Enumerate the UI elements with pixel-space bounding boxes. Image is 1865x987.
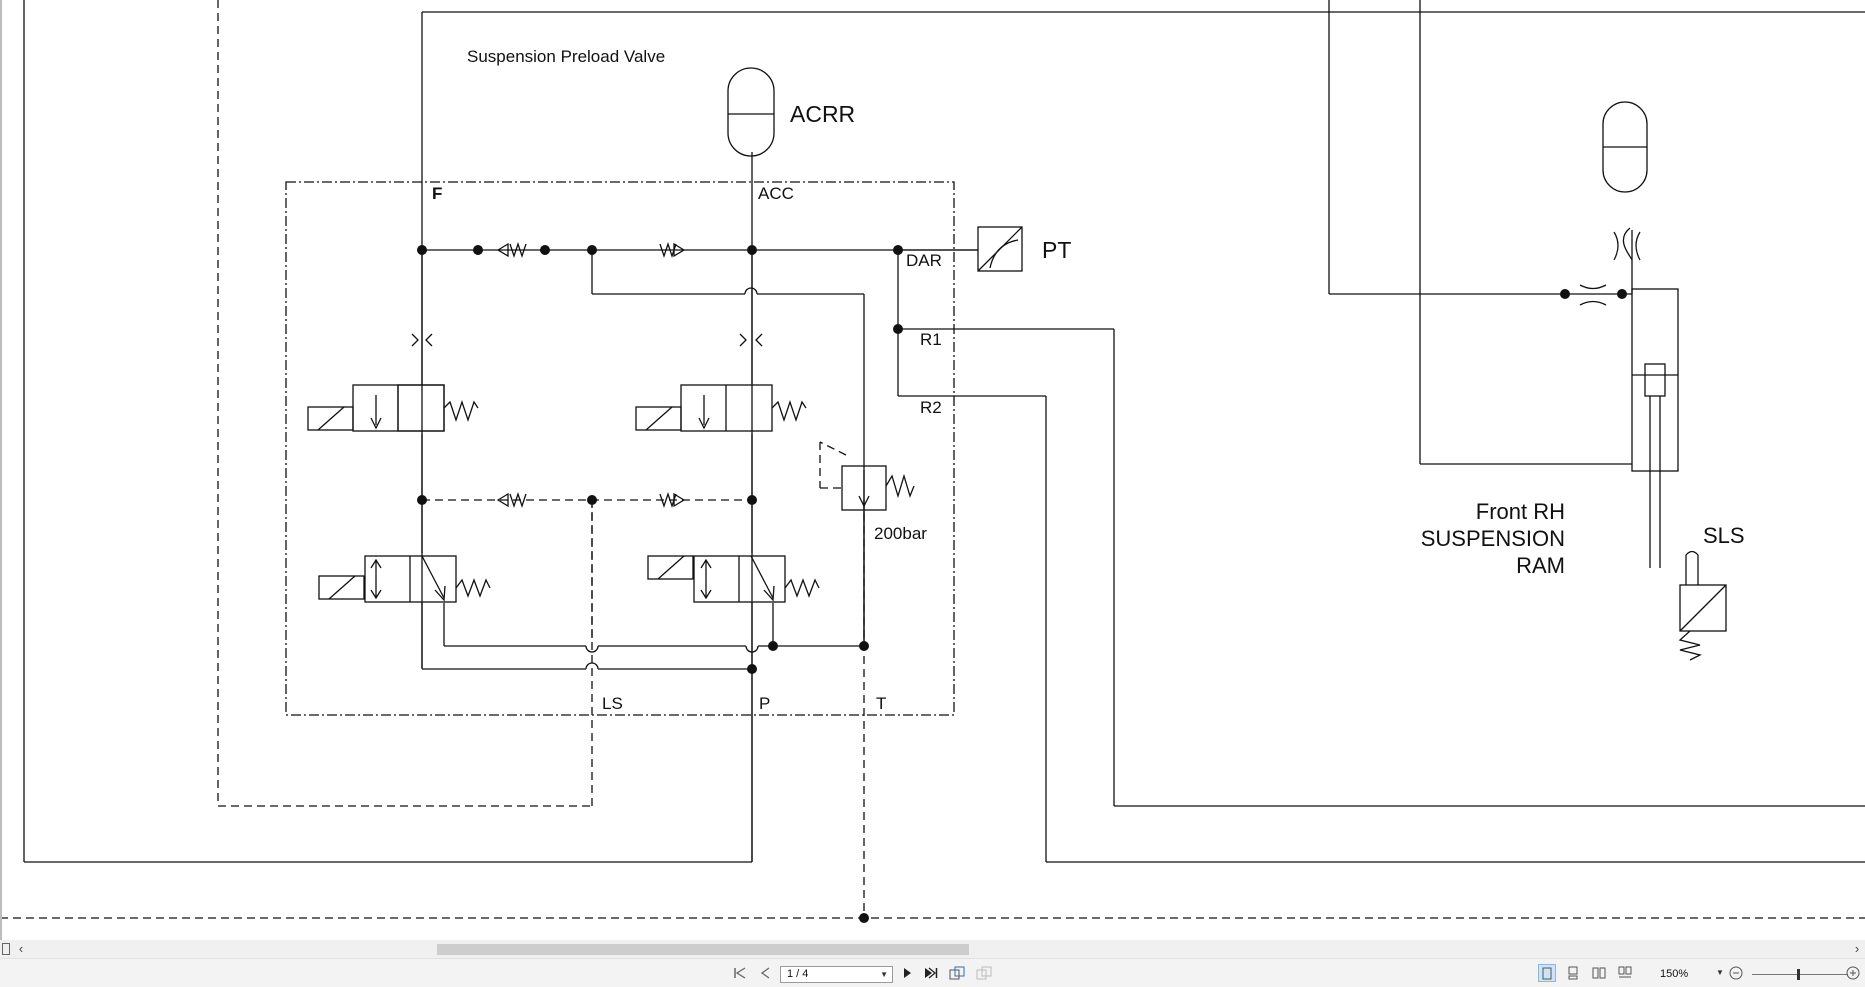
ram-label-line-2: SUSPENSION [1421,526,1565,551]
zoom-out-icon[interactable] [1727,964,1745,982]
zoom-slider-handle[interactable] [1797,969,1800,980]
horizontal-scrollbar[interactable]: ‹ › [0,940,1865,958]
rotate-view-disabled-icon [975,964,993,982]
scroll-left-button[interactable]: ‹ [18,941,24,956]
accumulator-label: ACRR [790,101,855,127]
accumulator-acrr [727,67,775,157]
valve-title: Suspension Preload Valve [467,47,665,66]
port-label-dar: DAR [906,251,942,270]
scroll-right-button[interactable]: › [1854,941,1860,956]
zoom-dropdown-icon[interactable]: ▼ [1716,968,1724,977]
two-page-continuous-icon[interactable] [1616,964,1634,982]
zoom-in-icon[interactable] [1844,964,1862,982]
prev-page-icon[interactable] [756,964,774,982]
sls-sensor [1678,550,1727,661]
continuous-page-icon[interactable] [1564,964,1582,982]
port-label-p: P [759,694,770,713]
port-label-t: T [876,694,886,713]
zoom-level[interactable]: 150% [1660,968,1689,980]
outer-lines [0,0,1865,919]
first-page-icon[interactable] [731,964,749,982]
relief-valve [841,465,915,511]
page-indicator-text: 1 / 4 [787,968,809,980]
lower-solenoid-valves [318,555,820,603]
hydraulic-lines [421,152,1865,918]
check-valves [411,241,763,509]
upper-solenoid-valves [307,384,807,432]
valve-block-boundary [285,181,955,716]
left-splitter[interactable] [0,0,2,940]
ram-label-line-3: RAM [1516,553,1565,578]
page-number-field[interactable]: 1 / 4 ▼ [780,966,893,983]
page-dropdown-icon[interactable]: ▼ [880,970,888,979]
last-page-icon[interactable] [922,964,940,982]
scrollbar-thumb[interactable] [437,944,969,955]
port-label-f: F [432,184,442,203]
zoom-slider-track[interactable] [1752,974,1848,975]
next-page-icon[interactable] [898,964,916,982]
single-page-icon[interactable] [1538,964,1556,982]
relief-setting-label: 200bar [874,524,927,543]
pressure-transducer [898,226,1023,272]
port-label-ls: LS [602,694,623,713]
junction-dots [417,245,1627,923]
sensor-label: SLS [1703,523,1745,548]
document-viewport[interactable]: Suspension Preload Valve ACRR F ACC DAR … [0,0,1865,940]
panel-toggle-icon[interactable] [2,943,10,955]
hydraulic-schematic: Suspension Preload Valve ACRR F ACC DAR … [0,0,1865,923]
port-label-acc: ACC [758,184,794,203]
transducer-label: PT [1042,237,1071,263]
port-label-r1: R1 [920,330,942,349]
two-page-icon[interactable] [1590,964,1608,982]
ram-label-line-1: Front RH [1476,499,1565,524]
rotate-view-icon[interactable] [948,964,966,982]
port-label-r2: R2 [920,398,942,417]
status-bar: 1 / 4 ▼ 150% ▼ [0,958,1865,987]
ram-lines [1328,0,1679,568]
